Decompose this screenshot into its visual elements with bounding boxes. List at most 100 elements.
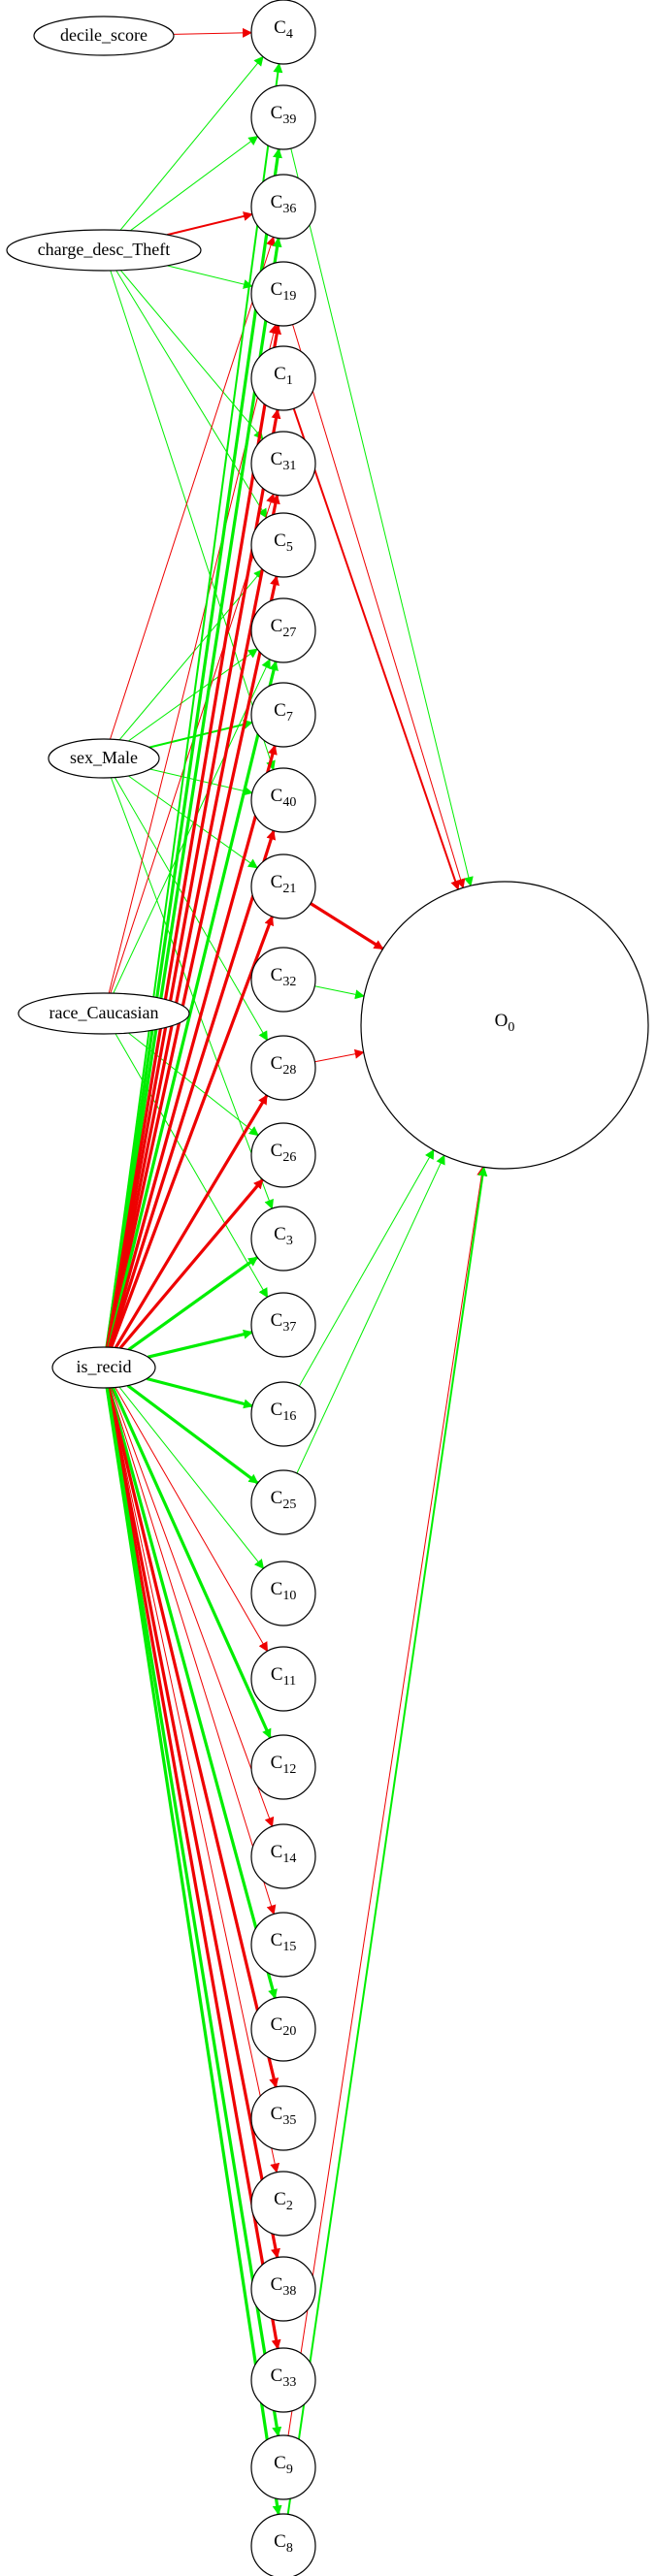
concept-node-label-subscript: 2 (286, 2199, 293, 2213)
concept-node-label-base: C (271, 965, 283, 985)
concept-node-c39: C39 (250, 84, 316, 150)
concept-node-label: C25 (271, 1488, 297, 1512)
edge-sex_Male-to-C21 (127, 775, 258, 869)
edge-is_recid-to-C39 (105, 147, 282, 1348)
concept-node-label-base: C (271, 1400, 283, 1420)
input-node-label: sex_Male (70, 748, 138, 767)
concept-node-label: C3 (274, 1224, 293, 1248)
input-node-shape (51, 1346, 156, 1389)
output-node-shape (360, 881, 649, 1170)
input-node-label: race_Caucasian (49, 1003, 159, 1022)
concept-node-label: C10 (271, 1579, 297, 1603)
concept-node-shape (250, 1734, 316, 1800)
edge-is_recid-to-C5 (107, 575, 279, 1348)
concept-node-label-subscript: 37 (282, 1320, 296, 1335)
concept-node-c11: C11 (250, 1646, 316, 1712)
edge-is_recid-to-C37 (148, 1329, 253, 1359)
concept-node-label-subscript: 7 (286, 710, 293, 724)
input-node-label: charge_desc_Theft (38, 240, 171, 259)
concept-node-shape (250, 1996, 316, 2062)
concept-node-label-base: C (274, 2531, 286, 2552)
concept-node-c15: C15 (250, 1912, 316, 1978)
output-node-label-subscript: 0 (508, 1020, 514, 1035)
concept-node-shape (250, 2085, 316, 2151)
concept-node-label-subscript: 4 (286, 27, 293, 42)
edge-C39-to-O0 (290, 147, 474, 887)
concept-node-label-subscript: 32 (282, 975, 296, 989)
concept-node-label-base: C (271, 279, 283, 300)
concept-node-label: C11 (271, 1664, 296, 1689)
concept-node-label-base: C (274, 2189, 286, 2209)
input-node-sex-Male: sex_Male (48, 738, 160, 779)
concept-node-label: C35 (271, 2104, 297, 2128)
concept-node-label-base: C (271, 1053, 283, 1074)
concept-node-label-subscript: 3 (286, 1234, 293, 1248)
input-node-charge-desc-Theft: charge_desc_Theft (6, 229, 202, 272)
concept-node-label-base: C (271, 1930, 283, 1950)
concept-node-label: C15 (271, 1930, 297, 1954)
concept-node-shape (250, 2171, 316, 2237)
concept-node-c38: C38 (250, 2256, 316, 2322)
edge-is_recid-to-C28 (114, 1094, 269, 1349)
edge-is_recid-to-C11 (115, 1387, 268, 1653)
concept-node-c28: C28 (250, 1035, 316, 1101)
edge-is_recid-to-C36 (105, 237, 282, 1348)
concept-node-label: C32 (271, 965, 297, 989)
concept-node-label-base: C (271, 1141, 283, 1161)
concept-node-label-subscript: 16 (282, 1409, 296, 1424)
concept-node-shape (250, 1823, 316, 1889)
concept-node-c33: C33 (250, 2347, 316, 2413)
concept-node-label-subscript: 8 (286, 2541, 293, 2556)
concept-node-label: C33 (271, 2366, 297, 2390)
concept-node-label-base: C (271, 2366, 283, 2386)
input-node-label: is_recid (77, 1357, 132, 1376)
concept-node-label-subscript: 33 (282, 2375, 296, 2390)
concept-node-label-subscript: 28 (282, 1063, 296, 1078)
concept-node-shape (250, 2256, 316, 2322)
concept-node-label: C14 (271, 1842, 297, 1866)
concept-node-label-base: C (271, 1842, 283, 1862)
concept-node-label: C1 (274, 364, 293, 388)
edge-is_recid-to-C12 (111, 1387, 272, 1739)
concept-node-shape (250, 947, 316, 1013)
concept-node-c5: C5 (250, 512, 316, 578)
edge-is_recid-to-C19 (105, 324, 282, 1348)
edge-is_recid-to-C16 (146, 1376, 254, 1409)
concept-node-c1: C1 (250, 345, 316, 411)
concept-node-label: C37 (271, 1310, 297, 1335)
edge-decile_score-to-C4 (173, 27, 252, 38)
concept-node-label-base: C (271, 1753, 283, 1773)
edge-is_recid-to-C2 (108, 1387, 280, 2174)
concept-node-shape (250, 853, 316, 919)
edge-is_recid-to-C38 (106, 1387, 280, 2259)
concept-node-label-base: C (274, 700, 286, 721)
input-node-shape (6, 229, 202, 272)
concept-node-c20: C20 (250, 1996, 316, 2062)
concept-node-shape (250, 597, 316, 663)
concept-node-label-base: C (271, 1310, 283, 1331)
concept-node-label-subscript: 40 (282, 795, 296, 810)
edge-sex_Male-to-C5 (118, 568, 264, 741)
output-node-label: O0 (495, 1011, 515, 1035)
concept-node-label-subscript: 10 (282, 1589, 296, 1603)
concept-node-c32: C32 (250, 947, 316, 1013)
concept-node-c40: C40 (250, 767, 316, 833)
concept-node-c4: C4 (250, 0, 316, 65)
edge-is_recid-to-C40 (109, 829, 277, 1348)
node-layer: decile_score charge_desc_Theft sex_Malerac… (6, 0, 649, 2576)
concept-node-label-subscript: 25 (282, 1497, 296, 1512)
edge-is_recid-to-C27 (107, 660, 279, 1348)
concept-node-label: C36 (271, 192, 297, 216)
edge-charge_desc_Theft-to-C31 (120, 270, 264, 440)
concept-node-shape (250, 767, 316, 833)
edge-C21-to-O0 (310, 902, 384, 950)
concept-node-c25: C25 (250, 1469, 316, 1535)
concept-node-label: C40 (271, 786, 297, 810)
edge-layer (105, 27, 488, 2516)
concept-node-c7: C7 (250, 682, 316, 748)
concept-node-shape (250, 2347, 316, 2413)
input-node-decile-score: decile_score (33, 16, 175, 56)
concept-node-c35: C35 (250, 2085, 316, 2151)
concept-node-label-subscript: 39 (282, 113, 296, 127)
concept-node-label-base: C (274, 1224, 286, 1244)
